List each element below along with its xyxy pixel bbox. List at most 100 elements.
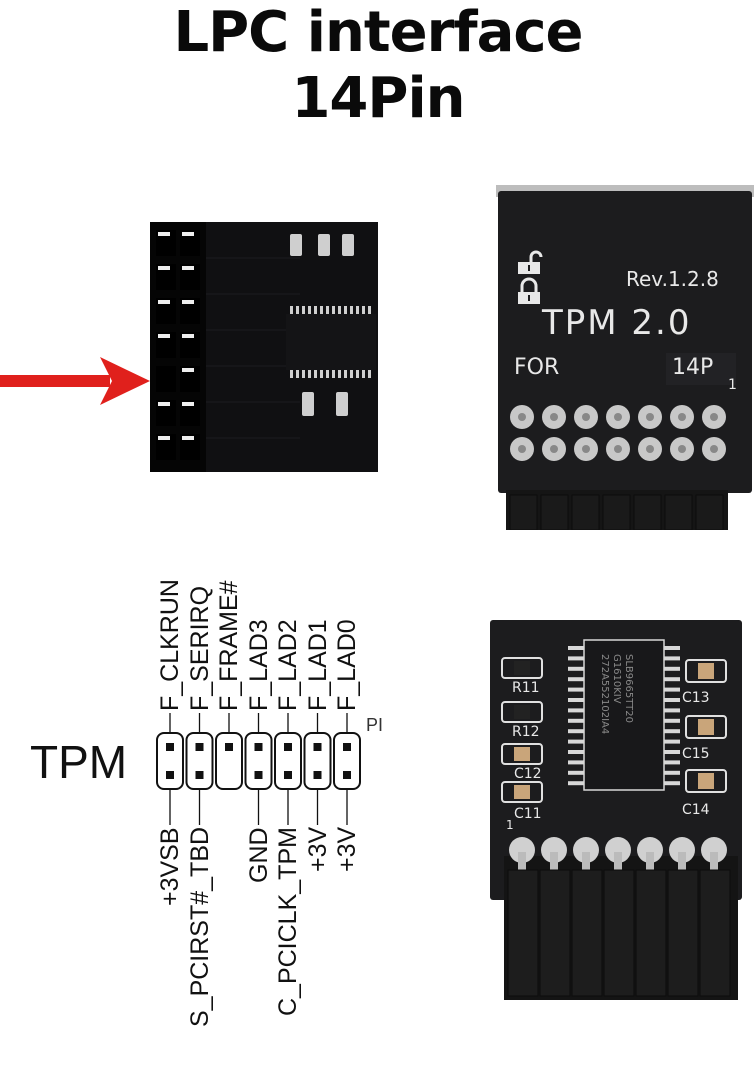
socket-contact	[158, 334, 170, 338]
chip-pin	[356, 306, 359, 314]
header-pin	[195, 743, 204, 751]
pin1-marker-back: 1	[506, 818, 514, 832]
chip-marking-2: G1610KIV	[611, 654, 622, 704]
chip-pin	[664, 739, 680, 744]
chip-pin	[664, 698, 680, 702]
pin-leg	[550, 852, 558, 870]
socket-hole	[180, 230, 200, 256]
chip-pin	[350, 306, 353, 314]
smd-component	[514, 661, 530, 675]
pin-leg	[646, 852, 654, 870]
header-diagram	[156, 713, 361, 825]
socket-hole	[156, 434, 176, 460]
header-pin-housing	[185, 732, 214, 790]
header-pin	[254, 771, 263, 779]
chip-pin	[568, 677, 584, 682]
pad-hole	[710, 413, 718, 421]
header-pin-housing	[156, 732, 184, 790]
header-pin-housing	[333, 732, 361, 790]
chip-pin	[568, 760, 584, 765]
pad-hole	[646, 445, 654, 453]
chip-pin	[664, 656, 680, 661]
top-pin-label: F_LAD1	[303, 619, 332, 711]
header-pin	[225, 743, 233, 751]
chip-pin	[664, 666, 680, 671]
chip-pin	[290, 370, 293, 378]
chip-pin	[568, 698, 584, 702]
pin-leg	[614, 852, 622, 870]
connector-slot	[602, 494, 631, 530]
chip-pin	[664, 729, 680, 734]
header-pin	[166, 743, 174, 751]
bottom-pin-label: C_PCICLK_TPM	[274, 827, 302, 1016]
socket-hole	[156, 230, 176, 256]
label-r12: R12	[512, 724, 540, 740]
pad-hole	[550, 413, 558, 421]
chip-pin	[332, 370, 335, 378]
label-c15: C15	[682, 746, 710, 762]
socket-hole	[180, 332, 200, 358]
socket-contact	[182, 436, 194, 440]
connector-slot	[509, 494, 538, 530]
pad-hole	[518, 413, 526, 421]
chip-pin	[362, 370, 365, 378]
socket-hole	[156, 400, 176, 426]
smd-capacitor	[698, 663, 714, 679]
pad-hole	[614, 445, 622, 453]
pin1-label: PI	[366, 715, 384, 735]
bottom-pin-label: +3V	[303, 827, 332, 873]
bottom-pin-label: +3V	[333, 827, 361, 873]
connector-slot	[635, 869, 667, 997]
smd-component	[514, 705, 530, 719]
chip-pin	[368, 306, 371, 314]
chip-pin	[568, 666, 584, 671]
locked-padlock-icon	[518, 277, 540, 304]
socket-hole	[180, 298, 200, 324]
tpm-board-front-photo: Rev.1.2.8 TPM 2.0 FOR 14P 1	[496, 185, 754, 530]
connector-slot	[507, 869, 539, 997]
smd-capacitor	[698, 773, 714, 789]
chip-pin	[338, 370, 341, 378]
chip-pin	[362, 306, 365, 314]
solder-pad	[637, 837, 663, 863]
socket-hole	[156, 264, 176, 290]
bottom-pin-label: GND	[244, 827, 273, 883]
smd-component	[514, 747, 530, 761]
chip-pin	[350, 370, 353, 378]
chip-pin	[568, 729, 584, 734]
connector-slot	[695, 494, 724, 530]
connector-slot	[603, 869, 635, 997]
pad-hole	[678, 413, 686, 421]
unlocked-padlock-icon	[518, 250, 543, 274]
chip-pin	[344, 370, 347, 378]
pad-hole	[646, 413, 654, 421]
label-c14: C14	[682, 802, 710, 818]
chip-pin	[308, 370, 311, 378]
header-pin	[343, 743, 351, 751]
header-pin-housing	[274, 732, 302, 790]
connector-slot	[633, 494, 662, 530]
chip-pin	[568, 687, 584, 692]
chip-pin	[664, 718, 680, 723]
model-label: TPM 2.0	[542, 303, 692, 343]
socket-contact	[158, 300, 170, 304]
label-c12: C12	[514, 766, 542, 782]
socket-contact	[158, 402, 170, 406]
socket-contact	[182, 368, 194, 372]
top-pin-label: F_SERIRQ	[185, 585, 214, 711]
connector-slot	[664, 494, 693, 530]
smd-component	[514, 785, 530, 799]
header-pin	[254, 743, 263, 751]
chip-pin	[308, 306, 311, 314]
chip-pin	[356, 370, 359, 378]
socket-contact	[158, 436, 170, 440]
module-side-photo	[150, 222, 378, 472]
pad-hole	[678, 445, 686, 453]
chip-pin	[302, 306, 305, 314]
chip-pin	[664, 760, 680, 765]
red-arrow-icon	[0, 357, 150, 405]
header-pin	[313, 743, 322, 751]
solder-pad	[669, 837, 695, 863]
chip-pin	[664, 750, 680, 754]
